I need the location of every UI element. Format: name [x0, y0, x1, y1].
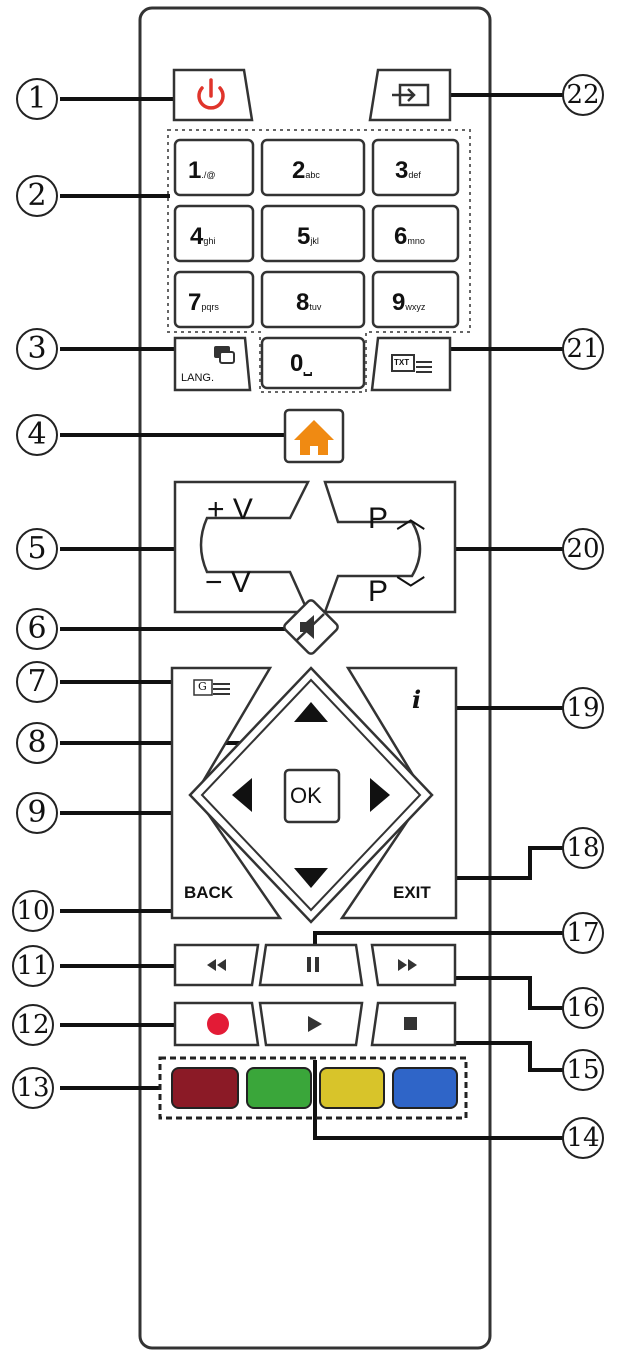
- key-8-label: 8tuv: [296, 289, 322, 316]
- key-2-label: 2abc: [292, 157, 320, 184]
- key-7-label: 7pqrs: [188, 289, 219, 316]
- callout-12: 12: [12, 1004, 54, 1046]
- ok-button: [283, 768, 341, 824]
- callout-11: 11: [12, 945, 54, 987]
- teletext-icon: [391, 354, 432, 373]
- callout-6: 6: [16, 608, 58, 650]
- red-button: [171, 1067, 239, 1109]
- volume-up-label: + V: [207, 493, 253, 526]
- pause-icon: [307, 957, 319, 972]
- rewind-button: [173, 943, 260, 987]
- mute-icon: [296, 613, 325, 641]
- fast-forward-icon: [398, 959, 417, 971]
- number-keys: [173, 138, 460, 392]
- callout-1: 1: [16, 78, 58, 120]
- record-icon: [207, 1013, 229, 1035]
- play-icon: [308, 1016, 322, 1032]
- callout-20: 20: [562, 528, 604, 570]
- source-icon: [392, 83, 430, 107]
- up-arrow-icon: [294, 702, 328, 722]
- guide-label: G: [198, 680, 207, 693]
- callout-2: 2: [16, 175, 58, 217]
- back-button-area: [170, 666, 283, 920]
- key-4-label: 4ghi: [190, 223, 216, 250]
- rewind-icon: [207, 959, 226, 971]
- callout-9: 9: [16, 792, 58, 834]
- back-label: BACK: [184, 883, 234, 902]
- blue-button: [392, 1067, 458, 1109]
- key-3: [371, 138, 460, 197]
- key-4: [173, 204, 255, 263]
- callout-13: 13: [12, 1067, 54, 1109]
- yellow-button: [319, 1067, 385, 1109]
- callout-7: 7: [16, 661, 58, 703]
- right-arrow-icon: [370, 778, 390, 812]
- key-2: [260, 138, 366, 197]
- program-up-label: P ︿: [368, 502, 426, 535]
- callout-22: 22: [562, 74, 604, 116]
- power-button: [172, 68, 254, 122]
- left-arrow-icon: [232, 778, 252, 812]
- key-9-label: 9wxyz: [392, 289, 426, 316]
- guide-icon: [193, 679, 230, 696]
- callout-4: 4: [16, 414, 58, 456]
- green-button: [246, 1067, 312, 1109]
- callout-3: 3: [16, 328, 58, 370]
- key-0-label: 0⎵: [290, 350, 313, 377]
- key-1-label: 1./@: [188, 157, 216, 184]
- key-0: [260, 336, 366, 390]
- key-8: [260, 270, 366, 329]
- down-arrow-icon: [294, 868, 328, 888]
- key-6: [371, 204, 460, 263]
- key-7: [173, 270, 255, 329]
- callout-18: 18: [562, 827, 604, 869]
- key-9: [371, 270, 460, 329]
- stop-icon: [404, 1017, 417, 1030]
- teletext-label: TXT: [394, 358, 410, 367]
- key-3-label: 3def: [395, 157, 421, 184]
- callout-8: 8: [16, 722, 58, 764]
- key-5-label: 5jkl: [297, 223, 319, 250]
- callout-5: 5: [16, 528, 58, 570]
- key-1: [173, 138, 255, 197]
- callout-14: 14: [562, 1117, 604, 1159]
- home-icon: [294, 420, 334, 455]
- callout-19: 19: [562, 687, 604, 729]
- callout-10: 10: [12, 890, 54, 932]
- volume-rocker: [173, 480, 311, 614]
- program-down-label: P ﹀: [368, 575, 426, 608]
- callout-17: 17: [562, 912, 604, 954]
- key-5: [260, 204, 366, 263]
- volume-down-label: − V: [205, 566, 251, 599]
- numpad-group-outline: [167, 129, 471, 393]
- exit-label: EXIT: [393, 883, 431, 902]
- callout-15: 15: [562, 1049, 604, 1091]
- subtitle-icon: [214, 346, 235, 364]
- callout-21: 21: [562, 328, 604, 370]
- lang-label: LANG.: [181, 372, 215, 384]
- ok-label: OK: [290, 783, 322, 808]
- callout-16: 16: [562, 987, 604, 1029]
- info-icon: i: [412, 685, 422, 714]
- color-group-outline: [158, 1056, 468, 1120]
- key-6-label: 6mno: [394, 223, 425, 250]
- power-icon: [197, 78, 225, 110]
